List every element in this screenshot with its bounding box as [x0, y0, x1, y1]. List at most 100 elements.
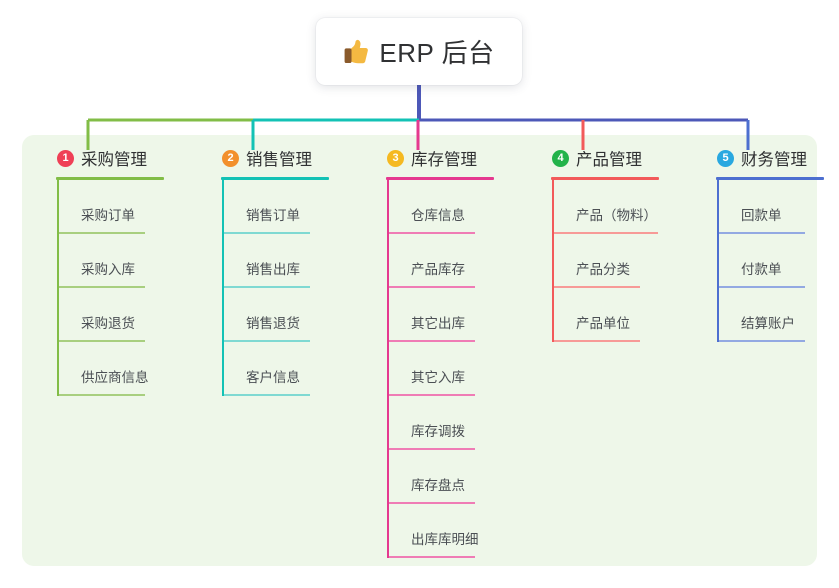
column-badge-icon: 4	[552, 149, 569, 167]
leaf-item-rule	[554, 286, 640, 288]
leaf-item-rule	[389, 232, 475, 234]
leaf-item[interactable]: 销售退货	[222, 288, 329, 342]
leaf-item-rule	[719, 232, 805, 234]
leaf-item-label: 结算账户	[741, 316, 795, 331]
leaf-item[interactable]: 客户信息	[222, 342, 329, 396]
leaf-item[interactable]: 采购退货	[57, 288, 164, 342]
leaf-item[interactable]: 其它出库	[387, 288, 494, 342]
column-header-rule	[56, 177, 164, 180]
leaf-item-label: 库存盘点	[411, 478, 465, 493]
column-header-rule	[221, 177, 329, 180]
leaf-item-label: 其它入库	[411, 370, 465, 385]
column-header-2[interactable]: 2 销售管理	[205, 146, 329, 170]
leaf-list: 产品（物料） 产品分类产品单位	[535, 180, 659, 342]
leaf-item-label: 采购入库	[81, 262, 135, 277]
leaf-item-rule	[389, 556, 475, 558]
column-采购管理: 1 采购管理采购订单采购入库采购退货供应商信息	[40, 146, 164, 396]
column-header-rule	[551, 177, 659, 180]
column-badge-icon: 3	[387, 149, 404, 167]
column-badge-icon: 1	[57, 149, 74, 167]
leaf-item-rule	[719, 286, 805, 288]
leaf-item-rule	[59, 340, 145, 342]
leaf-item-label: 销售出库	[246, 262, 300, 277]
column-销售管理: 2 销售管理销售订单销售出库销售退货客户信息	[205, 146, 329, 396]
leaf-item[interactable]: 仓库信息	[387, 180, 494, 234]
leaf-list: 仓库信息产品库存其它出库其它入库库存调拨库存盘点出库库明细	[370, 180, 494, 558]
column-库存管理: 3 库存管理仓库信息产品库存其它出库其它入库库存调拨库存盘点出库库明细	[370, 146, 494, 558]
leaf-item-label: 付款单	[741, 262, 782, 277]
leaf-item[interactable]: 库存盘点	[387, 450, 494, 504]
column-财务管理: 5 财务管理回款单付款单结算账户	[700, 146, 824, 342]
leaf-item[interactable]: 产品（物料）	[552, 180, 659, 234]
leaf-item-label: 其它出库	[411, 316, 465, 331]
column-header-rule	[386, 177, 494, 180]
leaf-item-label: 库存调拨	[411, 424, 465, 439]
leaf-item-rule	[389, 448, 475, 450]
root-node-card[interactable]: ERP 后台	[316, 18, 522, 85]
column-header-4[interactable]: 4 产品管理	[535, 146, 659, 170]
leaf-list: 采购订单采购入库采购退货供应商信息	[40, 180, 164, 396]
leaf-item-label: 产品单位	[576, 316, 630, 331]
leaf-item-rule	[389, 286, 475, 288]
leaf-item-rule	[224, 232, 310, 234]
column-header-1[interactable]: 1 采购管理	[40, 146, 164, 170]
column-spine	[387, 180, 389, 558]
column-title: 库存管理	[411, 151, 477, 169]
leaf-item-rule	[224, 286, 310, 288]
column-spine	[717, 180, 719, 342]
column-spine	[222, 180, 224, 396]
column-badge-icon: 2	[222, 149, 239, 167]
leaf-list: 销售订单销售出库销售退货客户信息	[205, 180, 329, 396]
column-title: 采购管理	[81, 151, 147, 169]
column-spine	[57, 180, 59, 396]
leaf-item-label: 采购订单	[81, 208, 135, 223]
column-title: 财务管理	[741, 151, 807, 169]
leaf-item-rule	[59, 394, 145, 396]
leaf-item[interactable]: 库存调拨	[387, 396, 494, 450]
leaf-item-rule	[389, 502, 475, 504]
diagram-panel	[22, 135, 817, 566]
leaf-list: 回款单付款单结算账户	[700, 180, 824, 342]
column-badge-icon: 5	[717, 149, 734, 167]
leaf-item-label: 产品（物料）	[576, 208, 657, 223]
leaf-item[interactable]: 产品分类	[552, 234, 659, 288]
leaf-item-label: 销售退货	[246, 316, 300, 331]
thumbs-up-icon	[343, 39, 369, 65]
leaf-item[interactable]: 销售订单	[222, 180, 329, 234]
leaf-item[interactable]: 采购订单	[57, 180, 164, 234]
leaf-item-label: 采购退货	[81, 316, 135, 331]
leaf-item-label: 产品库存	[411, 262, 465, 277]
leaf-item-label: 产品分类	[576, 262, 630, 277]
leaf-item-rule	[59, 286, 145, 288]
leaf-item[interactable]: 结算账户	[717, 288, 824, 342]
column-spine	[552, 180, 554, 342]
leaf-item[interactable]: 出库库明细	[387, 504, 494, 558]
leaf-item-rule	[389, 394, 475, 396]
leaf-item-rule	[719, 340, 805, 342]
leaf-item[interactable]: 付款单	[717, 234, 824, 288]
leaf-item[interactable]: 产品库存	[387, 234, 494, 288]
column-header-rule	[716, 177, 824, 180]
leaf-item[interactable]: 回款单	[717, 180, 824, 234]
column-title: 销售管理	[246, 151, 312, 169]
leaf-item-rule	[59, 232, 145, 234]
leaf-item[interactable]: 供应商信息	[57, 342, 164, 396]
leaf-item[interactable]: 其它入库	[387, 342, 494, 396]
leaf-item-label: 出库库明细	[411, 532, 479, 547]
leaf-item[interactable]: 产品单位	[552, 288, 659, 342]
column-产品管理: 4 产品管理产品（物料） 产品分类产品单位	[535, 146, 659, 342]
leaf-item-label: 销售订单	[246, 208, 300, 223]
leaf-item-rule	[554, 232, 658, 234]
leaf-item-label: 供应商信息	[81, 370, 149, 385]
leaf-item-rule	[224, 340, 310, 342]
leaf-item-label: 仓库信息	[411, 208, 465, 223]
column-header-3[interactable]: 3 库存管理	[370, 146, 494, 170]
leaf-item-label: 客户信息	[246, 370, 300, 385]
leaf-item-rule	[389, 340, 475, 342]
leaf-item[interactable]: 采购入库	[57, 234, 164, 288]
leaf-item[interactable]: 销售出库	[222, 234, 329, 288]
column-title: 产品管理	[576, 151, 642, 169]
column-header-5[interactable]: 5 财务管理	[700, 146, 824, 170]
leaf-item-rule	[554, 340, 640, 342]
